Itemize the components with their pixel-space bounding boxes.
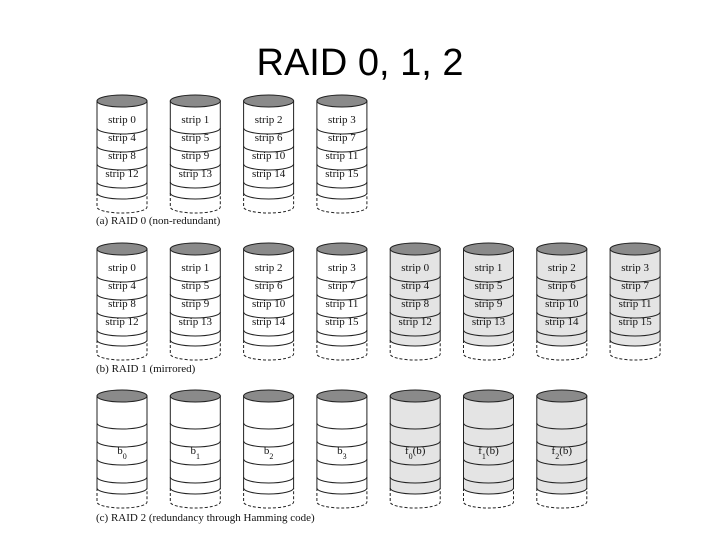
strip-label: strip 4	[108, 132, 136, 144]
disk-raid2-4: f0(b)	[389, 389, 441, 509]
strip-label: strip 3	[621, 262, 649, 274]
strip-label: strip 15	[618, 316, 652, 328]
disk-raid0-3: strip 3 strip 7 strip 11 strip 15	[316, 94, 368, 214]
strip-label: strip 10	[252, 150, 286, 162]
disk-raid1-2: strip 2 strip 6 strip 10 strip 14	[243, 242, 295, 361]
strip-label: strip 14	[545, 316, 579, 328]
strip-label: strip 0	[108, 262, 136, 274]
strip-label: strip 8	[401, 298, 429, 310]
disk-raid1-0: strip 0 strip 4 strip 8 strip 12	[96, 242, 148, 361]
strip-label: strip 7	[328, 280, 356, 292]
strip-label: strip 9	[475, 298, 503, 310]
disk-raid1-5: strip 1 strip 5 strip 9 strip 13	[463, 242, 514, 361]
strip-label: strip 9	[181, 298, 209, 310]
disk-raid1-7: strip 3 strip 7 strip 11 strip 15	[609, 242, 661, 361]
strip-label: strip 7	[328, 132, 356, 144]
strip-label: strip 10	[252, 298, 286, 310]
strip-label: strip 4	[401, 280, 429, 292]
strip-label: strip 9	[181, 150, 209, 162]
strip-label: strip 5	[475, 280, 503, 292]
strip-label: strip 13	[472, 316, 506, 328]
strip-label: strip 10	[545, 298, 579, 310]
strip-label: strip 8	[108, 150, 136, 162]
disk-raid2-5: f1(b)	[463, 389, 514, 509]
strip-label: strip 6	[255, 132, 283, 144]
disk-raid0-0: strip 0 strip 4 strip 8 strip 12	[96, 94, 148, 214]
strip-label: strip 13	[179, 316, 213, 328]
strip-label: strip 3	[328, 262, 356, 274]
strip-label: strip 3	[328, 114, 356, 126]
strip-label: strip 12	[105, 168, 138, 180]
strip-label: b3	[337, 445, 347, 461]
strip-label: strip 11	[619, 298, 652, 310]
disk-raid1-4: strip 0 strip 4 strip 8 strip 12	[389, 242, 441, 361]
strip-label: strip 1	[181, 262, 209, 274]
strip-label: strip 1	[181, 114, 209, 126]
page-title: RAID 0, 1, 2	[256, 42, 464, 84]
strip-label: strip 5	[181, 132, 209, 144]
strip-label: strip 12	[105, 316, 138, 328]
disk-raid2-1: b1	[169, 389, 221, 509]
strip-label: strip 13	[179, 168, 213, 180]
disk-raid1-6: strip 2 strip 6 strip 10 strip 14	[536, 242, 588, 361]
strip-label: b0	[117, 445, 127, 461]
strip-label: strip 6	[548, 280, 576, 292]
strip-label: strip 14	[252, 316, 286, 328]
caption-raid2: (c) RAID 2 (redundancy through Hamming c…	[96, 512, 315, 524]
disk-raid2-0: b0	[96, 389, 148, 509]
strip-label: strip 11	[325, 150, 358, 162]
strip-label: strip 2	[255, 114, 283, 126]
strip-label: strip 0	[401, 262, 429, 274]
strip-label: strip 6	[255, 280, 283, 292]
disk-raid1-3: strip 3 strip 7 strip 11 strip 15	[316, 242, 368, 361]
strip-label: strip 0	[108, 114, 136, 126]
disk-raid2-6: f2(b)	[536, 389, 588, 509]
strip-label: strip 4	[108, 280, 136, 292]
disk-raid2-2: b2	[243, 389, 295, 509]
strip-label: strip 2	[255, 262, 283, 274]
disk-raid0-1: strip 1 strip 5 strip 9 strip 13	[169, 94, 221, 214]
strip-label: strip 12	[399, 316, 432, 328]
disk-raid1-1: strip 1 strip 5 strip 9 strip 13	[169, 242, 221, 361]
strip-label: strip 1	[475, 262, 503, 274]
strip-label: strip 11	[325, 298, 358, 310]
disk-raid0-2: strip 2 strip 6 strip 10 strip 14	[243, 94, 295, 214]
strip-label: b2	[264, 445, 274, 461]
caption-raid0: (a) RAID 0 (non-redundant)	[96, 215, 221, 227]
strip-label: strip 2	[548, 262, 576, 274]
strip-label: strip 15	[325, 168, 359, 180]
strip-label: strip 14	[252, 168, 286, 180]
caption-raid1: (b) RAID 1 (mirrored)	[96, 363, 196, 375]
strip-label: strip 5	[181, 280, 209, 292]
strip-label: strip 7	[621, 280, 649, 292]
strip-label: strip 15	[325, 316, 359, 328]
strip-label: b1	[191, 445, 201, 461]
strip-label: strip 8	[108, 298, 136, 310]
disk-raid2-3: b3	[316, 389, 368, 509]
